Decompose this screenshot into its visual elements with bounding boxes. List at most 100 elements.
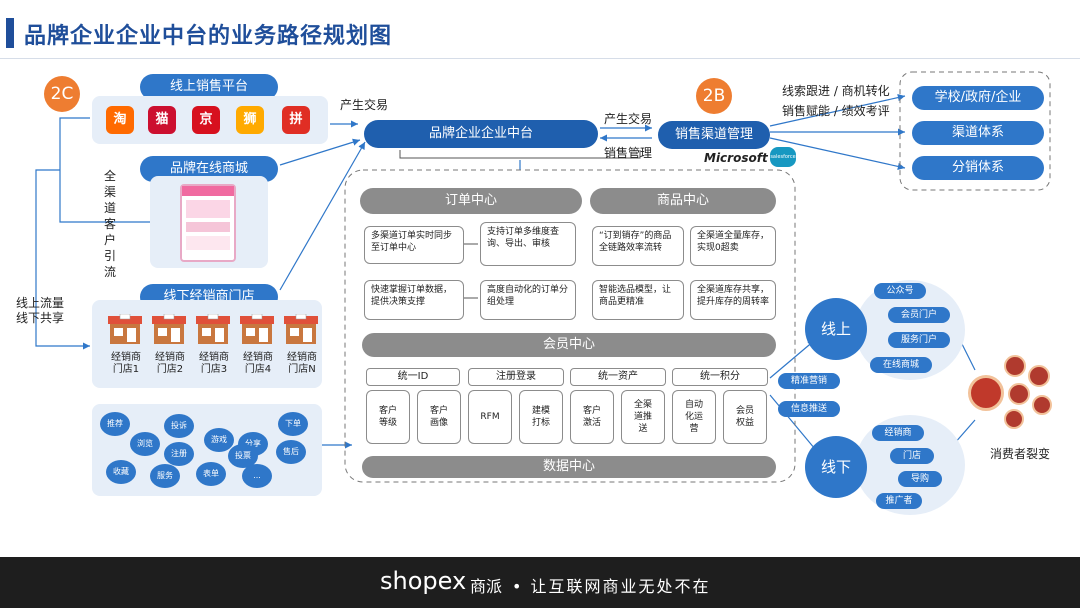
member-subheader: 统一积分 (672, 368, 768, 386)
title-accent-bar (6, 18, 14, 48)
sales-enablement-text: 销售赋能 / 绩效考评 (782, 104, 890, 118)
interaction-tag: 推荐 (100, 412, 130, 436)
member-tile[interactable]: 自动 化运 营 (672, 390, 716, 444)
store-label: 经销商 门店1 (111, 352, 141, 375)
microsoft-logo: Microsoft (704, 151, 768, 165)
channel-management-node[interactable]: 销售渠道管理 (658, 121, 770, 149)
omnichannel-traffic-text: 全渠道客户引流 (104, 169, 117, 279)
store-label: 经销商 门店2 (155, 352, 185, 375)
offline-node[interactable]: 线下 (805, 436, 867, 498)
order-feature: 多渠道订单实时同步至订单中心 (364, 226, 464, 264)
avatar-icon (1032, 395, 1052, 415)
member-tile[interactable]: 客户 激活 (570, 390, 614, 444)
product-feature: 全渠道库存共享，提升库存的周转率 (690, 280, 776, 320)
avatar-icon (1004, 355, 1026, 377)
shopex-logo: shopex (380, 567, 467, 595)
platform-logos-panel: 淘 猫 京 狮 拼 (92, 96, 328, 144)
offline-item: 推广者 (876, 493, 922, 509)
online-item: 服务门户 (888, 332, 950, 348)
interactions-panel: 推荐投诉下单浏览游戏分享注册投票售后收藏服务表单... (92, 404, 322, 496)
interaction-tag: 游戏 (204, 428, 234, 452)
member-subheader: 统一ID (366, 368, 460, 386)
badge-2b: 2B (696, 78, 732, 114)
info-push-tag: 信息推送 (778, 401, 840, 417)
store-icon (152, 313, 186, 346)
store-label: 经销商 门店3 (199, 352, 229, 375)
data-center-header[interactable]: 数据中心 (362, 456, 776, 478)
consumer-fission-label: 消费者裂变 (990, 447, 1051, 461)
online-item: 公众号 (874, 283, 926, 299)
member-tile[interactable]: 客户 画像 (417, 390, 461, 444)
member-tile[interactable]: 客户 等级 (366, 390, 410, 444)
online-node[interactable]: 线上 (805, 298, 867, 360)
member-subheader: 统一资产 (570, 368, 666, 386)
store-icon (108, 313, 142, 346)
jd-icon[interactable]: 京 (192, 106, 220, 134)
order-flow-arrows (464, 243, 478, 299)
member-subheader: 注册登录 (468, 368, 564, 386)
interaction-tag: 服务 (150, 464, 180, 488)
stores-panel: 经销商 门店1 经销商 门店2 经销商 门店3 经销商 门店4 经销商 门店N (92, 300, 322, 388)
interaction-tag: 收藏 (106, 460, 136, 484)
product-feature: 全渠道全量库存，实现0超卖 (690, 226, 776, 266)
store-icon (240, 313, 274, 346)
product-feature: 智能选品模型，让商品更精准 (592, 280, 684, 320)
target-distribution-system[interactable]: 分销体系 (912, 156, 1044, 180)
store-label: 经销商 门店4 (243, 352, 273, 375)
interaction-tag: 浏览 (130, 432, 160, 456)
consumer-avatars (968, 355, 1058, 435)
order-center-header[interactable]: 订单中心 (360, 188, 582, 214)
avatar-icon (1028, 365, 1050, 387)
store-icon (284, 313, 318, 346)
salesforce-logo: salesforce (770, 147, 796, 167)
brand-platform-node[interactable]: 品牌企业企业中台 (364, 120, 598, 148)
store-label: 经销商 门店N (287, 352, 317, 375)
member-tile[interactable]: RFM (468, 390, 512, 444)
badge-2c: 2C (44, 76, 80, 112)
target-schools-gov[interactable]: 学校/政府/企业 (912, 86, 1044, 110)
interaction-tag: 售后 (276, 440, 306, 464)
interaction-tag: 投诉 (164, 414, 194, 438)
order-feature: 快速掌握订单数据，提供决策支撑 (364, 280, 464, 320)
taobao-icon[interactable]: 淘 (106, 106, 134, 134)
produce-trade-left: 产生交易 (340, 98, 389, 112)
produce-trade-right: 产生交易 (604, 112, 653, 126)
member-center-header[interactable]: 会员中心 (362, 333, 776, 357)
order-feature: 支持订单多维度查询、导出、审核 (480, 222, 576, 266)
traffic-share-text: 线上流量 线下共享 (16, 296, 65, 325)
avatar-icon (968, 375, 1004, 411)
tmall-icon[interactable]: 猫 (148, 106, 176, 134)
product-center-header[interactable]: 商品中心 (590, 188, 776, 214)
sales-management-text: 销售管理 (604, 146, 653, 160)
header-divider (0, 58, 1080, 59)
avatar-icon (1004, 409, 1024, 429)
target-channel-system[interactable]: 渠道体系 (912, 121, 1044, 145)
offline-item: 经销商 (872, 425, 924, 441)
clue-conversion-text: 线索跟进 / 商机转化 (782, 84, 890, 98)
interaction-tag: 表单 (196, 462, 226, 486)
member-tile[interactable]: 全渠 道推 送 (621, 390, 665, 444)
precise-marketing-tag: 精准营销 (778, 373, 840, 389)
online-item: 会员门户 (888, 307, 950, 323)
member-tile[interactable]: 建模 打标 (519, 390, 563, 444)
order-feature: 高度自动化的订单分组处理 (480, 280, 576, 320)
store-icon (196, 313, 230, 346)
pinduoduo-icon[interactable]: 拼 (282, 106, 310, 134)
connector-lines (35, 71, 1051, 483)
interaction-tag: 注册 (164, 442, 194, 466)
avatar-icon (1008, 383, 1030, 405)
brand-mall-panel (150, 176, 268, 268)
suning-icon[interactable]: 狮 (236, 106, 264, 134)
footer-slogan: • 让互联网商业无处不在 (512, 577, 711, 596)
online-platform-label: 线上销售平台 (140, 74, 278, 100)
offline-item: 导购 (898, 471, 942, 487)
mall-screenshot-icon (180, 184, 236, 262)
member-tile[interactable]: 会员 权益 (723, 390, 767, 444)
footer-bar: shopex 商派 • 让互联网商业无处不在 (0, 557, 1080, 608)
interaction-tag: 下单 (278, 412, 308, 436)
product-feature: “订到销存”的商品全链路效率流转 (592, 226, 684, 266)
interaction-tag: ... (242, 464, 272, 488)
shopex-cn: 商派 (470, 577, 503, 596)
offline-item: 门店 (890, 448, 934, 464)
online-item: 在线商城 (870, 357, 932, 373)
